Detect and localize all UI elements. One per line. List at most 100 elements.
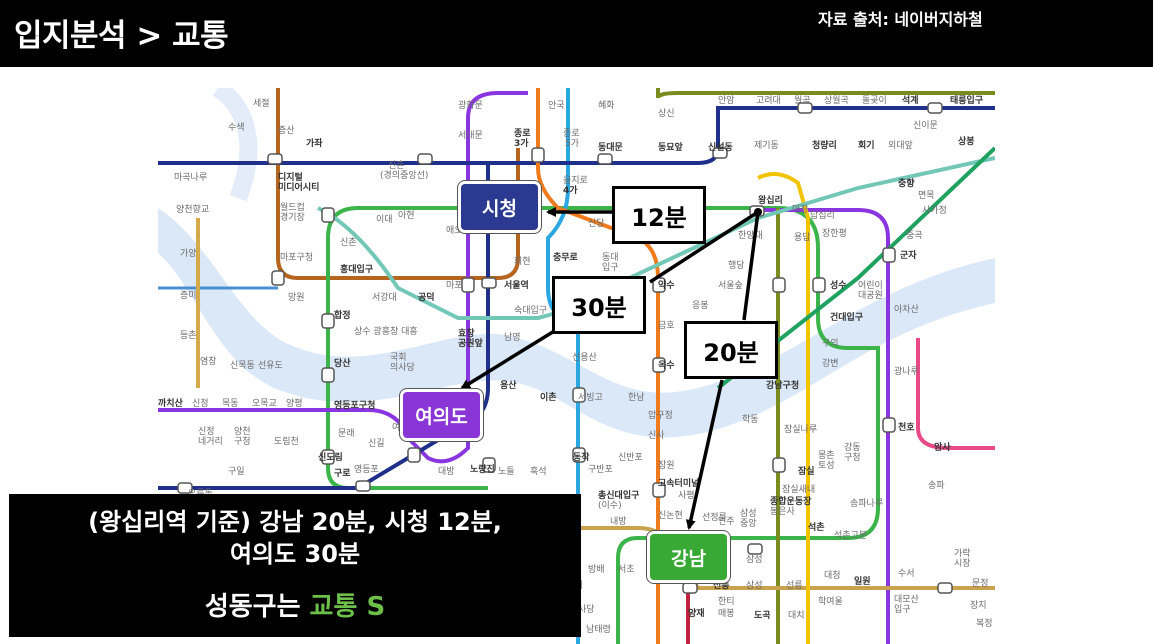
svg-text:한양대: 한양대 — [738, 230, 763, 241]
svg-text:등촌: 등촌 — [180, 330, 197, 341]
slide-title: 입지분석 > 교통 — [14, 18, 229, 54]
svg-text:노들: 노들 — [498, 466, 515, 477]
svg-text:(이수): (이수) — [598, 500, 622, 511]
svg-text:구의: 구의 — [822, 338, 839, 349]
svg-text:신촌: 신촌 — [340, 237, 357, 248]
svg-text:망원: 망원 — [288, 292, 305, 303]
svg-text:선릉: 선릉 — [786, 580, 803, 591]
svg-text:구로: 구로 — [334, 468, 351, 479]
svg-text:잠실나루: 잠실나루 — [784, 424, 817, 435]
svg-text:석계: 석계 — [902, 94, 919, 106]
svg-text:언주: 언주 — [718, 515, 735, 527]
yeouido-label-text: 여의도 — [415, 405, 468, 428]
svg-text:학동: 학동 — [742, 414, 759, 425]
svg-text:강변: 강변 — [822, 358, 839, 369]
svg-text:군자: 군자 — [900, 249, 917, 261]
svg-text:신정: 신정 — [192, 398, 209, 409]
svg-text:약수: 약수 — [658, 279, 675, 291]
caption-lines: (왕십리역 기준) 강남 20분, 시청 12분, 여의도 30분 — [9, 506, 581, 570]
svg-text:합정: 합정 — [334, 309, 351, 321]
svg-text:송파나루: 송파나루 — [850, 498, 883, 509]
svg-text:서강대: 서강대 — [372, 292, 397, 303]
svg-text:문래: 문래 — [338, 428, 355, 439]
svg-text:오목교: 오목교 — [252, 398, 277, 409]
svg-text:마곡나루: 마곡나루 — [174, 172, 207, 183]
svg-text:입구: 입구 — [894, 603, 911, 615]
svg-text:까치산: 까치산 — [158, 397, 184, 409]
svg-text:몽촌: 몽촌 — [818, 450, 835, 461]
svg-text:가양: 가양 — [180, 248, 197, 259]
gangnam-label-text: 강남 — [671, 547, 706, 570]
svg-text:수서: 수서 — [898, 568, 915, 579]
svg-text:성수: 성수 — [830, 279, 847, 291]
gangnam-time: 20분 — [703, 338, 759, 367]
svg-text:삼성: 삼성 — [746, 554, 763, 565]
svg-text:제기동: 제기동 — [754, 140, 779, 151]
svg-text:강남구청: 강남구청 — [766, 379, 799, 391]
gangnam-time-box: 20분 — [684, 321, 778, 379]
svg-text:내방: 내방 — [610, 516, 627, 527]
caption-line-2: 여의도 30분 — [229, 540, 361, 568]
svg-text:노량진: 노량진 — [470, 463, 495, 475]
svg-text:석촌고분: 석촌고분 — [834, 530, 867, 541]
svg-text:세절: 세절 — [253, 97, 270, 109]
svg-text:마포: 마포 — [446, 280, 463, 291]
svg-text:청량리: 청량리 — [812, 139, 837, 151]
svg-text:안국: 안국 — [548, 100, 565, 111]
svg-text:대모산: 대모산 — [894, 594, 919, 605]
svg-text:종합운동장: 종합운동장 — [770, 495, 812, 507]
svg-text:상월곡: 상월곡 — [824, 94, 849, 106]
svg-text:삼성: 삼성 — [740, 508, 757, 519]
svg-text:종로: 종로 — [563, 128, 580, 139]
svg-text:사가정: 사가정 — [922, 205, 947, 216]
svg-text:아차산: 아차산 — [894, 303, 919, 315]
svg-text:디지털: 디지털 — [278, 171, 303, 183]
svg-text:용답: 용답 — [794, 231, 811, 243]
svg-text:송파: 송파 — [928, 480, 945, 491]
svg-text:시장: 시장 — [954, 558, 971, 569]
svg-text:선유도: 선유도 — [258, 360, 283, 371]
svg-text:매봉: 매봉 — [718, 608, 735, 619]
svg-text:신반포: 신반포 — [618, 452, 643, 463]
svg-text:남태령: 남태령 — [586, 623, 611, 635]
svg-text:마포구청: 마포구청 — [280, 252, 313, 263]
svg-text:총신대입구: 총신대입구 — [598, 489, 639, 501]
svg-text:충향: 충향 — [898, 177, 915, 189]
svg-text:신길: 신길 — [368, 438, 385, 449]
svg-text:대방: 대방 — [438, 466, 455, 477]
svg-text:면목: 면목 — [918, 190, 935, 201]
svg-text:국회: 국회 — [390, 352, 407, 363]
svg-text:효창: 효창 — [458, 327, 475, 339]
svg-text:동대문: 동대문 — [598, 141, 623, 153]
gangnam-label: 강남 — [650, 534, 727, 580]
svg-text:충무로: 충무로 — [553, 251, 579, 263]
yeouido-time: 30분 — [571, 293, 627, 322]
svg-text:마장: 마장 — [792, 204, 809, 215]
svg-text:신용산: 신용산 — [572, 352, 597, 363]
svg-text:태릉입구: 태릉입구 — [950, 94, 983, 106]
svg-text:월드컵: 월드컵 — [280, 201, 305, 213]
svg-text:선릉: 선릉 — [713, 579, 730, 591]
svg-text:3가: 3가 — [514, 137, 529, 149]
svg-text:일원: 일원 — [854, 575, 871, 587]
svg-text:공덕: 공덕 — [418, 292, 435, 303]
svg-text:신논현: 신논현 — [658, 510, 683, 521]
svg-text:4가: 4가 — [563, 184, 578, 196]
svg-text:신촌: 신촌 — [388, 160, 405, 171]
caption-line-1: (왕십리역 기준) 강남 20분, 시청 12분, — [88, 508, 502, 536]
svg-text:5가: 5가 — [565, 138, 579, 149]
svg-text:종로: 종로 — [514, 128, 531, 139]
svg-text:입구: 입구 — [602, 261, 619, 273]
svg-text:서대문: 서대문 — [458, 130, 483, 141]
svg-text:외대앞: 외대앞 — [888, 139, 913, 151]
svg-text:장지: 장지 — [970, 600, 987, 611]
svg-text:문정: 문정 — [972, 578, 989, 589]
svg-text:도림천: 도림천 — [274, 435, 299, 447]
svg-text:양재: 양재 — [688, 607, 705, 619]
svg-text:오류동: 오류동 — [188, 488, 213, 499]
svg-text:상봉: 상봉 — [958, 135, 975, 147]
svg-text:천호: 천호 — [898, 422, 915, 433]
svg-text:행당: 행당 — [728, 259, 745, 271]
svg-text:대공원: 대공원 — [858, 290, 883, 301]
svg-text:양천: 양천 — [234, 426, 251, 437]
